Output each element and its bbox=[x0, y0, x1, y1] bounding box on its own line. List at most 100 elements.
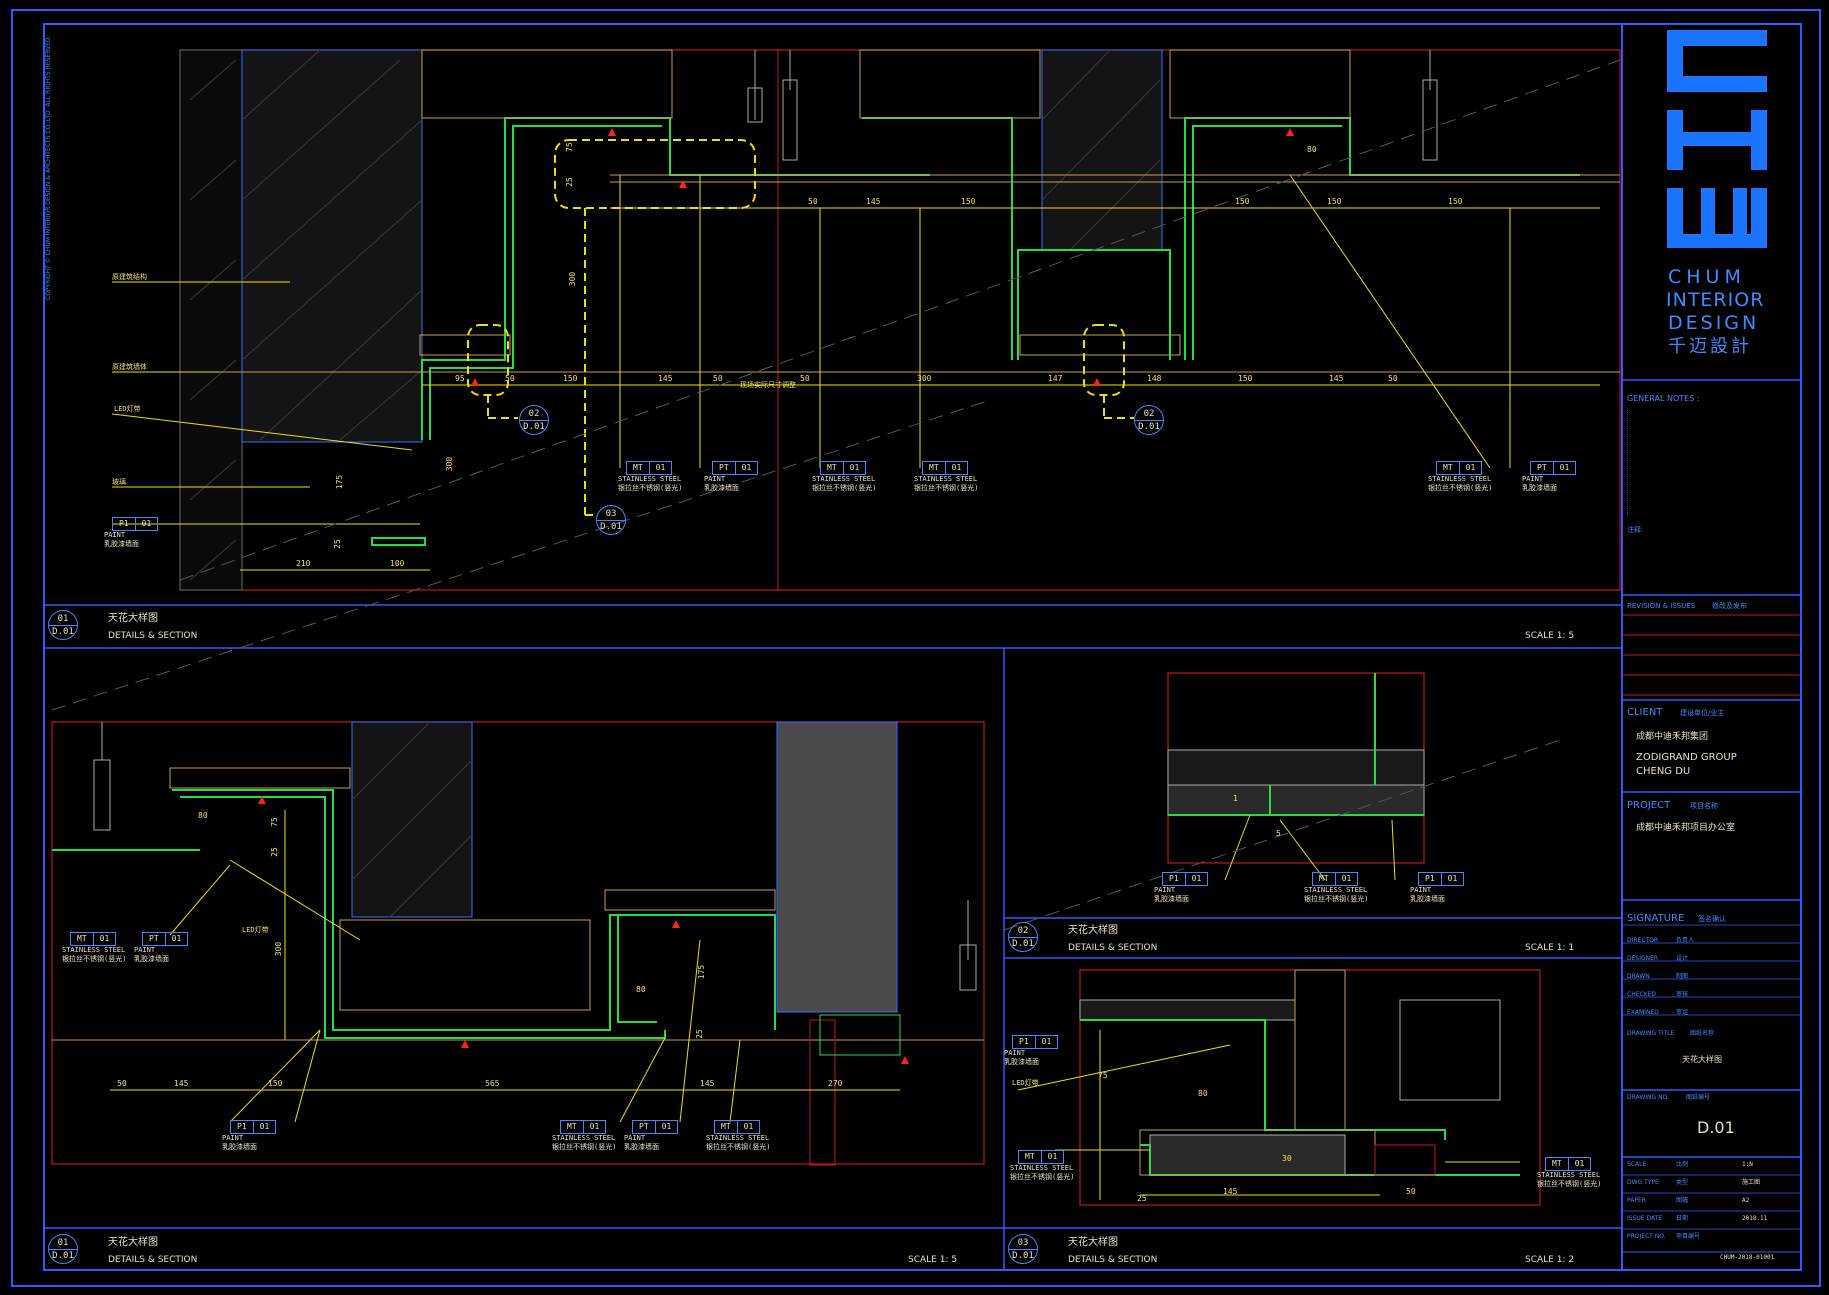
revision-cn: 修改及发布 bbox=[1712, 602, 1747, 610]
dimension-value: 300 bbox=[917, 374, 932, 383]
tag-code: P1 bbox=[1419, 873, 1442, 885]
tag-material-cn: 乳胶漆墙面 bbox=[704, 484, 739, 492]
dimension-value: 75 bbox=[1098, 1071, 1108, 1080]
notes-cn-heading: 注释: bbox=[1627, 526, 1644, 534]
dimension-value: 30 bbox=[1282, 1154, 1292, 1163]
meta-label-cn: 日期 bbox=[1676, 1215, 1689, 1222]
meta-value: 1:N bbox=[1742, 1161, 1753, 1168]
panel-scale: SCALE 1: 1 bbox=[1525, 943, 1575, 953]
tag-material: PAINT bbox=[1154, 886, 1176, 894]
tag-material: PAINT bbox=[134, 946, 156, 954]
drawing-title-cn-label: 图纸名称 bbox=[1690, 1030, 1715, 1037]
tag-code: MT bbox=[923, 462, 946, 474]
tag-index: 01 bbox=[1559, 463, 1570, 472]
tag-material: STAINLESS STEEL bbox=[1010, 1164, 1074, 1172]
tag-material-cn: 乳胶漆墙面 bbox=[104, 540, 139, 548]
dimension-value: 145 bbox=[658, 374, 673, 383]
logo-line-1: CHUM bbox=[1668, 266, 1746, 288]
tag-code: MT bbox=[1437, 462, 1460, 474]
tag-index: 01 bbox=[1191, 874, 1202, 883]
dimension-value: 145 bbox=[1329, 374, 1344, 383]
tag-code: P1 bbox=[1013, 1036, 1036, 1048]
tag-code: P1 bbox=[113, 518, 136, 530]
tag-material: PAINT bbox=[104, 531, 126, 539]
dimension-value: 50 bbox=[713, 374, 723, 383]
tag-code: MT bbox=[1313, 873, 1336, 885]
tag-index: 01 bbox=[1447, 874, 1458, 883]
tag-material: STAINLESS STEEL bbox=[914, 475, 978, 483]
drawing-title: 天花大样图 bbox=[1682, 1055, 1722, 1064]
role-label-cn: 制图 bbox=[1676, 973, 1689, 980]
project-cn-label: 项目名称 bbox=[1690, 802, 1718, 810]
tag-index: 01 bbox=[741, 463, 752, 472]
dimension-value: 300 bbox=[445, 456, 455, 472]
panel-sheet: D.01 bbox=[49, 1249, 77, 1261]
meta-value: 施工图 bbox=[1742, 1179, 1761, 1186]
material-tag: MT 01 bbox=[1436, 461, 1483, 475]
tag-code: PT bbox=[143, 933, 166, 945]
meta-label-cn: 图幅 bbox=[1676, 1197, 1689, 1204]
signature-cn: 签名确认 bbox=[1698, 915, 1726, 923]
label-led-3: LED灯带 bbox=[1012, 1079, 1039, 1087]
dimension-value: 25 bbox=[269, 847, 279, 857]
dimension-value: 50 bbox=[505, 374, 515, 383]
tag-material: STAINLESS STEEL bbox=[1428, 475, 1492, 483]
logo-line-3: DESIGN bbox=[1668, 312, 1760, 334]
tag-index: 01 bbox=[1574, 1159, 1585, 1168]
panel-number: 01 bbox=[57, 1238, 69, 1248]
meta-label: ISSUE DATE bbox=[1627, 1215, 1663, 1222]
dimension-value: 565 bbox=[485, 1079, 500, 1088]
tag-code: MT bbox=[71, 933, 94, 945]
dimension-value: 150 bbox=[1235, 197, 1250, 206]
tag-material-cn: 银拉丝不锈钢(竖光) bbox=[1010, 1173, 1075, 1181]
tag-index: 01 bbox=[1047, 1152, 1058, 1161]
panel-number: 03 bbox=[1017, 1238, 1029, 1248]
panel-number: 02 bbox=[1017, 926, 1029, 936]
tag-material: STAINLESS STEEL bbox=[1537, 1171, 1601, 1179]
tag-index: 01 bbox=[99, 934, 110, 943]
tag-code: MT bbox=[627, 462, 650, 474]
dimension-value: 210 bbox=[296, 559, 311, 568]
tag-material-cn: 乳胶漆墙面 bbox=[134, 955, 169, 963]
tag-material: STAINLESS STEEL bbox=[812, 475, 876, 483]
dimension-value: 175 bbox=[335, 474, 345, 490]
tag-index: 01 bbox=[849, 463, 860, 472]
tag-material: STAINLESS STEEL bbox=[552, 1134, 616, 1142]
tag-material: PAINT bbox=[1410, 886, 1432, 894]
tag-code: PT bbox=[633, 1121, 656, 1133]
role-label: CHECKED bbox=[1627, 991, 1657, 998]
dimension-value: 150 bbox=[1448, 197, 1463, 206]
tag-index: 01 bbox=[1465, 463, 1476, 472]
tag-material-cn: 乳胶漆墙面 bbox=[1410, 895, 1445, 903]
dimension-value: 145 bbox=[1223, 1187, 1238, 1196]
general-notes-heading: GENERAL NOTES : bbox=[1627, 394, 1700, 403]
tag-material: PAINT bbox=[624, 1134, 646, 1142]
dimension-value: 25 bbox=[564, 177, 574, 187]
side-copyright: COPYRIGHT © CHUM INTERIOR DESIGN & ARCHI… bbox=[45, 35, 52, 300]
tag-code: MT bbox=[821, 462, 844, 474]
label-structure: 原建筑结构 bbox=[112, 273, 147, 281]
label-glass: 玻璃 bbox=[112, 478, 126, 486]
client-cn-label: 建设单位/业主 bbox=[1680, 709, 1725, 717]
title-block bbox=[1622, 30, 1801, 1253]
tag-index: 01 bbox=[589, 1122, 600, 1131]
tag-material-cn: 乳胶漆墙面 bbox=[1154, 895, 1189, 903]
tag-material-cn: 乳胶漆墙面 bbox=[1522, 484, 1557, 492]
panel-scale: SCALE 1: 5 bbox=[908, 1255, 958, 1265]
dimension-value: 5 bbox=[1276, 829, 1281, 838]
tag-material: STAINLESS STEEL bbox=[1304, 886, 1368, 894]
panel-sheet: D.01 bbox=[49, 625, 77, 637]
tag-code: MT bbox=[1019, 1151, 1042, 1163]
role-label-cn: 设计 bbox=[1676, 955, 1689, 962]
tag-material-cn: 乳胶漆墙面 bbox=[624, 1143, 659, 1151]
